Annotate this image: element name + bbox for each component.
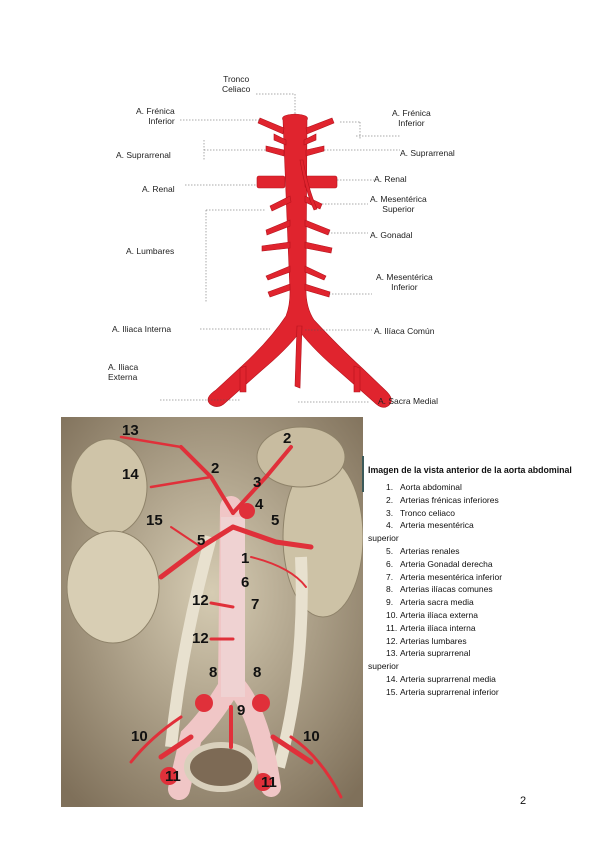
label-gonadal: A. Gonadal [370,230,413,240]
legend-item: 8.Arterias ilíacas comunes [386,584,493,595]
photo-number-8-left: 8 [209,664,218,681]
photo-number-5-left: 5 [197,532,206,549]
label-renal-right: A. Renal [374,174,407,184]
photo-number-11-left: 11 [165,768,181,785]
label-iliaca-externa: A. Iliaca Externa [108,362,139,382]
aorta-diagram: Tronco Celiaco A. Frénica Inferior A. Fr… [100,70,500,415]
legend-title: Imagen de la vista anterior de la aorta … [368,465,572,475]
photo-number-2-right: 2 [283,430,292,447]
label-frenica-inferior-right: A. Frénica Inferior [392,108,431,128]
label-renal-left: A. Renal [142,184,175,194]
page-number: 2 [520,795,527,807]
label-sacra-medial: A. Sacra Medial [378,396,438,406]
photo-number-3: 3 [253,474,262,491]
photo-number-2-center: 2 [211,460,220,477]
photo-number-4: 4 [255,496,264,513]
photo-number-10-right: 10 [303,728,320,745]
label-iliaca-comun: A. Ilíaca Común [374,326,435,336]
photo-number-5-right: 5 [271,512,280,529]
label-suprarrenal-left: A. Suprarrenal [116,150,171,160]
legend-accent-bar [362,456,364,492]
legend-item: 15.Arteria suprarrenal inferior [386,686,499,697]
photo-number-14: 14 [122,466,139,483]
photo-number-1: 1 [241,550,250,567]
legend-item: 1.Aorta abdominal [386,482,462,492]
dissection-photo-drawing [61,417,363,807]
photo-number-7: 7 [251,596,260,613]
photo-number-12-upper: 12 [192,592,209,609]
label-mesenterica-superior: A. Mesentérica Superior [370,194,427,214]
legend-item: 7.Arteria mesentérica inferior [386,571,503,582]
photo-number-13: 13 [122,422,139,439]
legend-item: 6.Arteria Gonadal derecha [386,558,493,569]
label-lumbares: A. Lumbares [126,246,175,256]
legend-item: 2.Arterias frénicas inferiores [386,494,499,505]
legend-list: 1.Aorta abdominal 2.Arterias frénicas in… [368,481,578,699]
label-suprarrenal-right: A. Suprarrenal [400,148,455,158]
photo-number-12-lower: 12 [192,630,209,647]
dissection-photo: 13 2 14 2 3 4 15 5 5 1 6 12 7 12 8 8 9 1… [61,417,363,807]
legend: Imagen de la vista anterior de la aorta … [368,463,578,699]
photo-number-10-left: 10 [131,728,148,745]
aorta-diagram-drawing [160,93,400,408]
legend-item: 3.Tronco celiaco [386,507,455,518]
label-tronco-celiaco: Tronco Celiaco [222,74,251,94]
label-iliaca-interna: A. Iliaca Interna [112,324,172,334]
legend-item: 10.Arteria ilíaca externa [386,609,478,620]
legend-item: 11.Arteria ilíaca interna [386,622,476,633]
legend-item: 9.Arteria sacra media [386,597,474,608]
photo-number-6: 6 [241,574,250,591]
photo-number-9: 9 [237,702,246,719]
photo-number-15: 15 [146,512,163,529]
legend-item: 14.Arteria suprarrenal media [386,673,496,684]
legend-item: 12.Arterias lumbares [386,635,467,646]
label-frenica-inferior-left: A. Frénica Inferior [136,106,175,126]
label-mesenterica-inferior: A. Mesentérica Inferior [376,272,433,292]
legend-item: 5.Arterias renales [386,545,460,556]
photo-number-11-right: 11 [261,774,277,791]
photo-number-8-right: 8 [253,664,262,681]
